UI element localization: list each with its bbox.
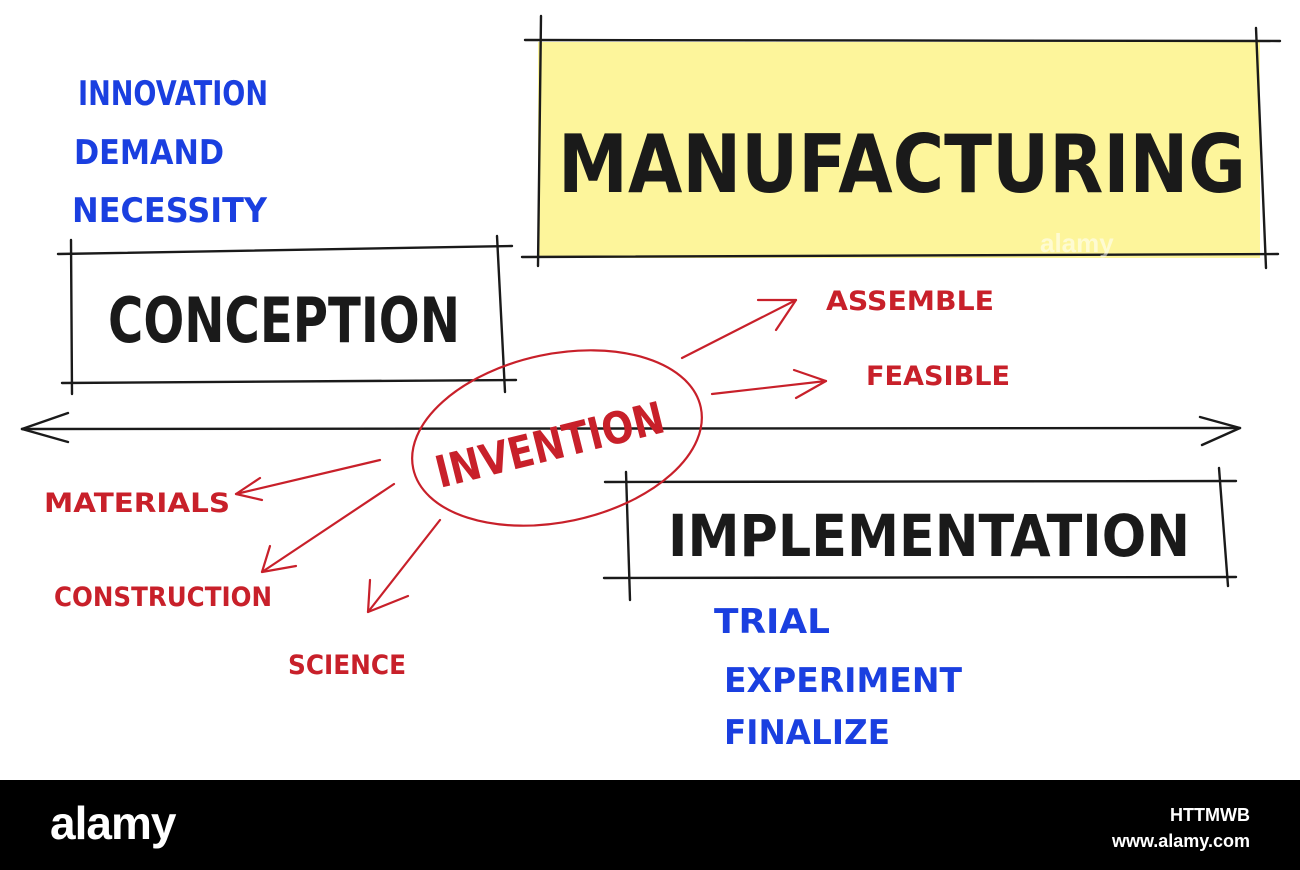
invention-input-words: MATERIALS CONSTRUCTION SCIENCE xyxy=(44,488,406,681)
conception-box: CONCEPTION xyxy=(56,234,518,396)
arrow-to-materials-head xyxy=(234,476,264,502)
arrow-to-construction xyxy=(260,482,396,574)
conception-word: DEMAND xyxy=(74,133,224,173)
conception-top-line xyxy=(56,244,514,256)
image-id: HTTMWB xyxy=(1170,805,1250,825)
arrow-to-science xyxy=(366,518,442,614)
conception-left-line xyxy=(69,238,74,396)
timeline-left-head-bottom xyxy=(20,427,70,444)
input-word: MATERIALS xyxy=(44,488,230,519)
invention-output-words: ASSEMBLE FEASIBLE xyxy=(826,286,1010,392)
conception-word: INNOVATION xyxy=(78,74,268,114)
input-arrows xyxy=(234,458,442,614)
output-word: ASSEMBLE xyxy=(826,286,994,317)
timeline-right-head-bottom xyxy=(1200,426,1242,447)
manufacturing-title: MANUFACTURING xyxy=(558,118,1246,211)
implementation-top-line xyxy=(603,479,1238,484)
arrow-to-feasible-head xyxy=(792,368,828,400)
timeline-line xyxy=(20,426,1240,431)
manufacturing-top-line xyxy=(523,38,1282,43)
manufacturing-left-line xyxy=(536,14,543,268)
conception-words: INNOVATION DEMAND NECESSITY xyxy=(72,74,268,231)
invention-ellipse xyxy=(411,349,703,527)
implementation-box: IMPLEMENTATION xyxy=(602,466,1238,602)
output-word: FEASIBLE xyxy=(866,361,1010,392)
conception-title: CONCEPTION xyxy=(108,284,460,357)
implementation-bottom-line xyxy=(602,575,1238,580)
implementation-word: FINALIZE xyxy=(724,713,890,753)
image-id-block: HTTMWB www.alamy.com xyxy=(1112,802,1250,854)
arrow-to-materials xyxy=(234,458,382,496)
timeline-right-head-top xyxy=(1198,415,1242,430)
implementation-title: IMPLEMENTATION xyxy=(668,502,1190,570)
arrow-to-construction-head xyxy=(260,544,298,574)
watermark: alamy xyxy=(1040,228,1114,258)
manufacturing-bottom-line xyxy=(520,252,1280,259)
diagram-svg: MANUFACTURING CONCEPTION IMPLEMENTATION xyxy=(20,14,1282,753)
timeline-arrow xyxy=(20,411,1242,447)
implementation-word: TRIAL xyxy=(714,602,830,642)
footer-bar: alamy HTTMWB www.alamy.com xyxy=(0,780,1300,870)
output-arrows xyxy=(680,298,828,400)
conception-word: NECESSITY xyxy=(72,191,267,231)
alamy-logo: alamy xyxy=(50,797,176,849)
arrow-to-assemble xyxy=(680,298,798,360)
implementation-words: TRIAL EXPERIMENT FINALIZE xyxy=(714,602,963,753)
implementation-left-line xyxy=(624,470,632,602)
site-url: www.alamy.com xyxy=(1111,831,1250,851)
arrow-to-assemble-head xyxy=(756,298,798,332)
manufacturing-highlight xyxy=(538,42,1260,258)
arrow-to-science-head xyxy=(366,578,410,614)
timeline-left-head-top xyxy=(20,411,70,431)
implementation-word: EXPERIMENT xyxy=(724,661,963,701)
implementation-right-line xyxy=(1217,466,1230,588)
manufacturing-right-line xyxy=(1254,26,1268,270)
input-word: SCIENCE xyxy=(288,650,406,681)
input-word: CONSTRUCTION xyxy=(54,582,272,613)
arrow-to-feasible xyxy=(710,379,828,396)
manufacturing-box: MANUFACTURING xyxy=(520,14,1282,270)
conception-bottom-line xyxy=(60,378,518,385)
